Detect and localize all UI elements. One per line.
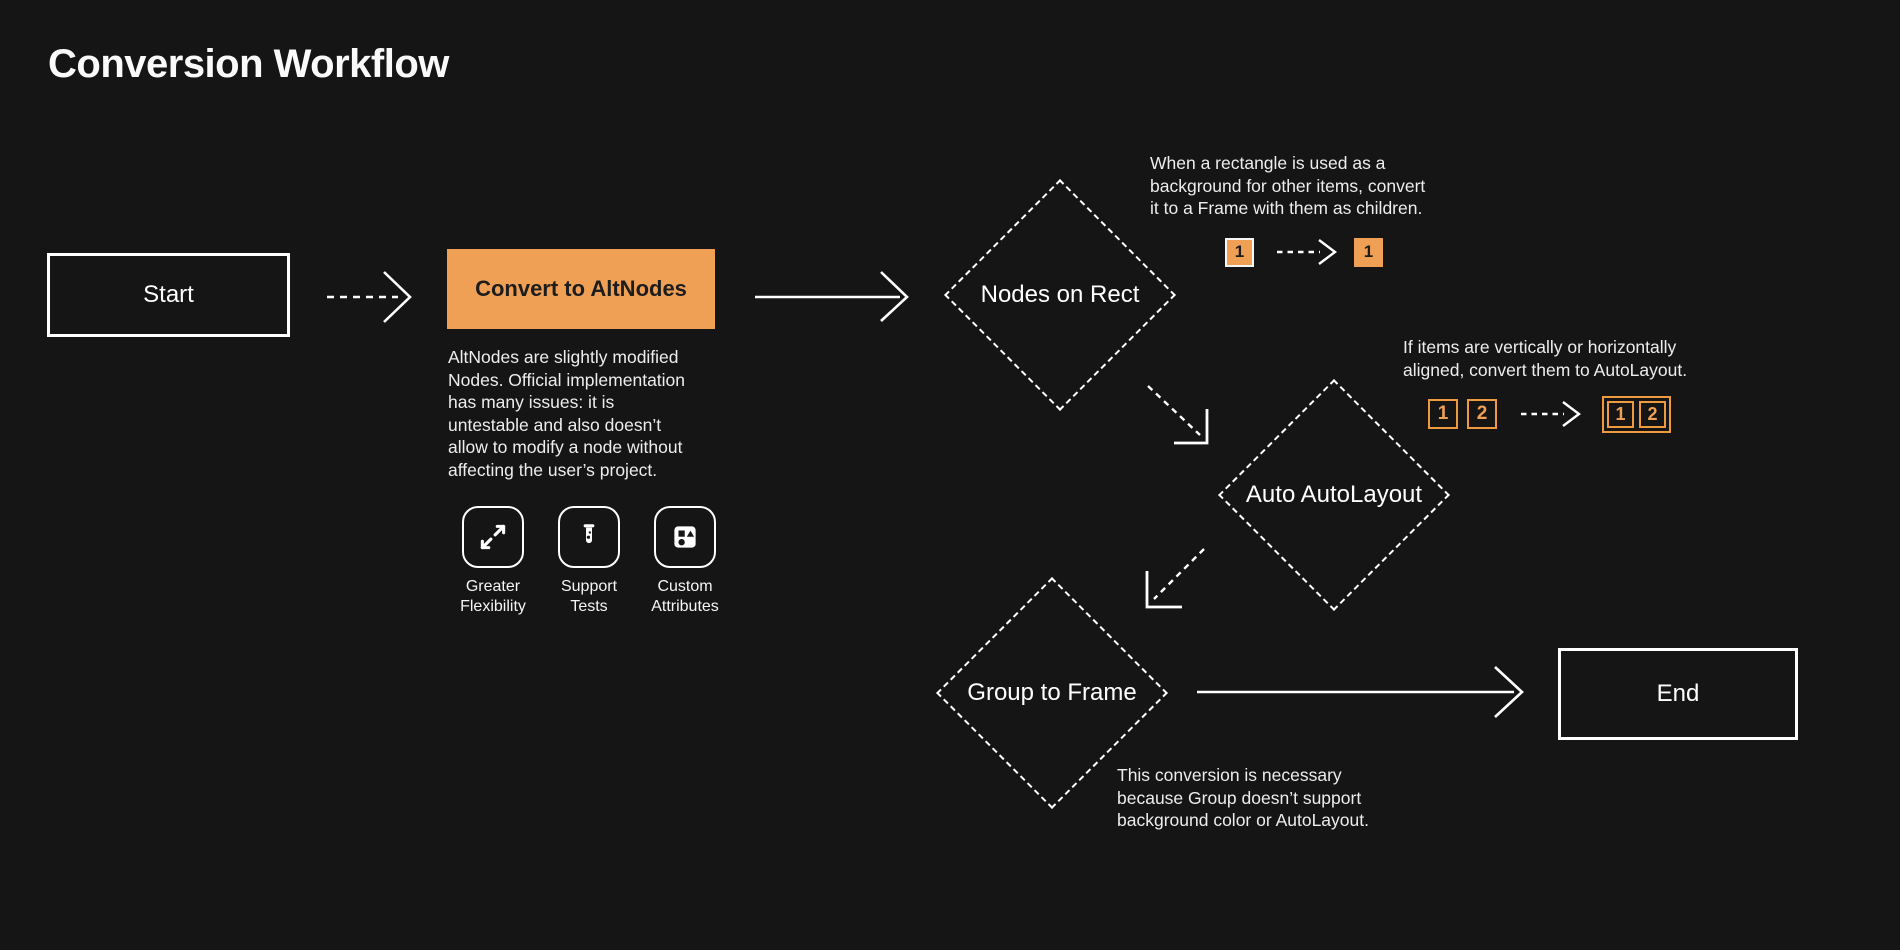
expand-icon	[462, 506, 524, 568]
feature-support-tests: Support Tests	[544, 506, 634, 617]
convert-label: Convert to AltNodes	[475, 276, 687, 301]
item-badge-2: 2	[1639, 400, 1666, 428]
rect-badge: 1	[1225, 237, 1254, 267]
start-label: Start	[143, 281, 194, 308]
feature-label: Support Tests	[560, 578, 618, 615]
group-to-frame-annotation: This conversion is necessary because Gro…	[1117, 765, 1369, 830]
convert-description: AltNodes are slightly modified Nodes. Of…	[448, 347, 686, 480]
nodes-on-rect-example: 1 1	[1225, 236, 1383, 268]
nodes-on-rect-annotation: When a rectangle is used as a background…	[1150, 153, 1426, 218]
frame-badge: 1	[1354, 237, 1383, 267]
feature-list: Greater Flexibility Support Tests	[448, 506, 730, 617]
item-badge-2: 2	[1467, 399, 1497, 429]
arrow-nodes-on-rect-to-auto-autolayout	[1147, 385, 1209, 445]
feature-greater-flexibility: Greater Flexibility	[448, 506, 538, 617]
shapes-icon	[654, 506, 716, 568]
arrow-convert-to-nodes-on-rect	[755, 271, 909, 322]
auto-autolayout-annotation: If items are vertically or horizontally …	[1403, 337, 1688, 380]
nodes-on-rect-label: Nodes on Rect	[980, 281, 1140, 308]
autolayout-group: 1 2	[1602, 395, 1671, 433]
item-badge-1: 1	[1428, 399, 1458, 429]
group-to-frame-label: Group to Frame	[967, 679, 1137, 706]
flow-node-end: End	[1558, 648, 1798, 740]
item-badge-1: 1	[1607, 400, 1634, 428]
dashed-arrow-icon	[1521, 401, 1581, 427]
feature-label: Greater Flexibility	[460, 578, 526, 615]
arrow-group-to-frame-to-end	[1197, 666, 1524, 718]
flow-node-start: Start	[47, 253, 290, 337]
dashed-arrow-icon	[1277, 239, 1337, 265]
arrow-auto-autolayout-to-group-to-frame	[1145, 548, 1205, 609]
feature-custom-attributes: Custom Attributes	[640, 506, 730, 617]
auto-autolayout-example: 1 2 1 2	[1428, 395, 1671, 433]
test-tube-icon	[558, 506, 620, 568]
auto-autolayout-label: Auto AutoLayout	[1245, 481, 1423, 508]
arrow-start-to-convert	[327, 271, 412, 323]
end-label: End	[1656, 680, 1700, 707]
page-title: Conversion Workflow	[48, 42, 449, 86]
flow-node-convert-to-altnodes: Convert to AltNodes	[447, 249, 715, 329]
feature-label: Custom Attributes	[651, 578, 719, 615]
